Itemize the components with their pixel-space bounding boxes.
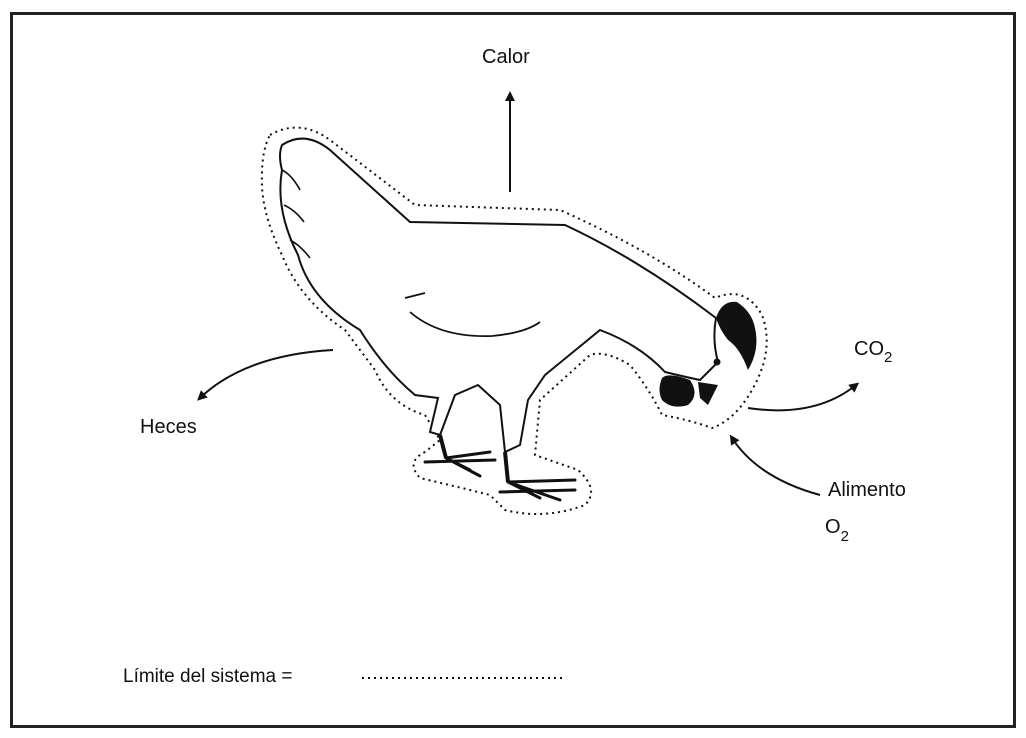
food-label: Alimento (828, 479, 906, 501)
co2-base: CO (854, 338, 884, 360)
co2-label: CO2 (854, 338, 892, 366)
co2-subscript: 2 (884, 349, 892, 366)
chicken-comb (716, 302, 756, 370)
o2-subscript: 2 (841, 528, 849, 545)
feces-label: Heces (140, 416, 197, 438)
food-arrow (732, 438, 820, 495)
chicken-eye (714, 359, 721, 366)
heat-label: Calor (482, 46, 530, 68)
chicken-wattle (660, 375, 695, 406)
chicken-feet (425, 452, 575, 500)
feces-arrow (200, 350, 333, 398)
co2-arrow (748, 385, 856, 410)
legend-label: Límite del sistema = (123, 666, 293, 687)
chicken-outline (280, 139, 718, 452)
o2-base: O (825, 516, 841, 538)
o2-label: O2 (825, 516, 849, 545)
chicken-beak (698, 382, 718, 405)
